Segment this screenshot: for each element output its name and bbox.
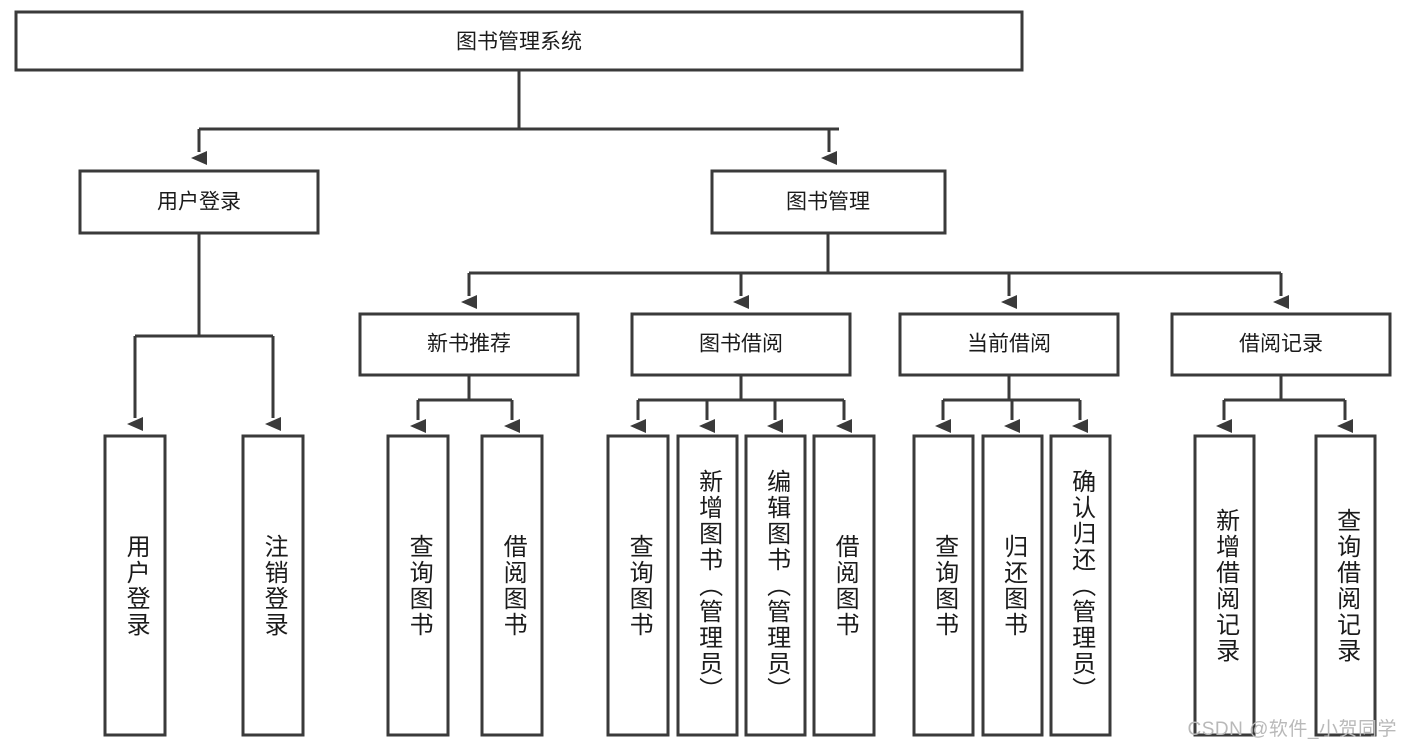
node-current-borrow-label: 当前借阅 bbox=[967, 333, 1051, 356]
node-current-borrow[interactable]: 当前借阅 bbox=[898, 312, 1120, 377]
leaf-box[interactable] bbox=[241, 434, 305, 737]
node-book-borrow-label: 图书借阅 bbox=[699, 333, 783, 356]
leaf-box[interactable] bbox=[480, 434, 544, 737]
leaf-box[interactable] bbox=[386, 434, 450, 737]
leaf-box[interactable] bbox=[676, 434, 739, 737]
leaf-box[interactable] bbox=[1193, 434, 1256, 737]
connector-borrow-record-to-leaves bbox=[1216, 375, 1353, 433]
connector-new-book-recommend-to-leaves bbox=[410, 375, 520, 433]
node-book-borrow[interactable]: 图书借阅 bbox=[630, 312, 852, 377]
connector-root-to-level2 bbox=[191, 70, 839, 165]
leaf-box[interactable] bbox=[981, 434, 1044, 737]
node-new-book-recommend-label: 新书推荐 bbox=[427, 333, 511, 356]
leaf-box[interactable] bbox=[606, 434, 670, 737]
leaf-box[interactable] bbox=[912, 434, 975, 737]
node-new-book-recommend[interactable]: 新书推荐 bbox=[358, 312, 580, 377]
leaf-box[interactable] bbox=[103, 434, 167, 737]
node-book-management[interactable]: 图书管理 bbox=[710, 169, 947, 235]
node-user-login-label: 用户登录 bbox=[157, 191, 241, 214]
leaf-box[interactable] bbox=[812, 434, 876, 737]
node-root-label: 图书管理系统 bbox=[456, 31, 582, 54]
connector-current-borrow-to-leaves bbox=[935, 375, 1088, 433]
leaf-box[interactable] bbox=[1049, 434, 1112, 737]
connector-book-borrow-to-leaves bbox=[630, 375, 852, 433]
leaf-box[interactable] bbox=[744, 434, 807, 737]
leaf-boxes bbox=[103, 434, 1377, 737]
node-book-management-label: 图书管理 bbox=[786, 191, 870, 214]
connector-book-management-to-level3 bbox=[461, 233, 1289, 309]
node-borrow-record-label: 借阅记录 bbox=[1239, 333, 1323, 356]
node-root[interactable]: 图书管理系统 bbox=[14, 10, 1024, 72]
connector-user-login-to-leaves bbox=[127, 233, 281, 431]
leaf-box[interactable] bbox=[1314, 434, 1377, 737]
node-user-login[interactable]: 用户登录 bbox=[78, 169, 320, 235]
csdn-watermark: CSDN @软件_小贺同学 bbox=[1187, 719, 1397, 740]
node-borrow-record[interactable]: 借阅记录 bbox=[1170, 312, 1392, 377]
